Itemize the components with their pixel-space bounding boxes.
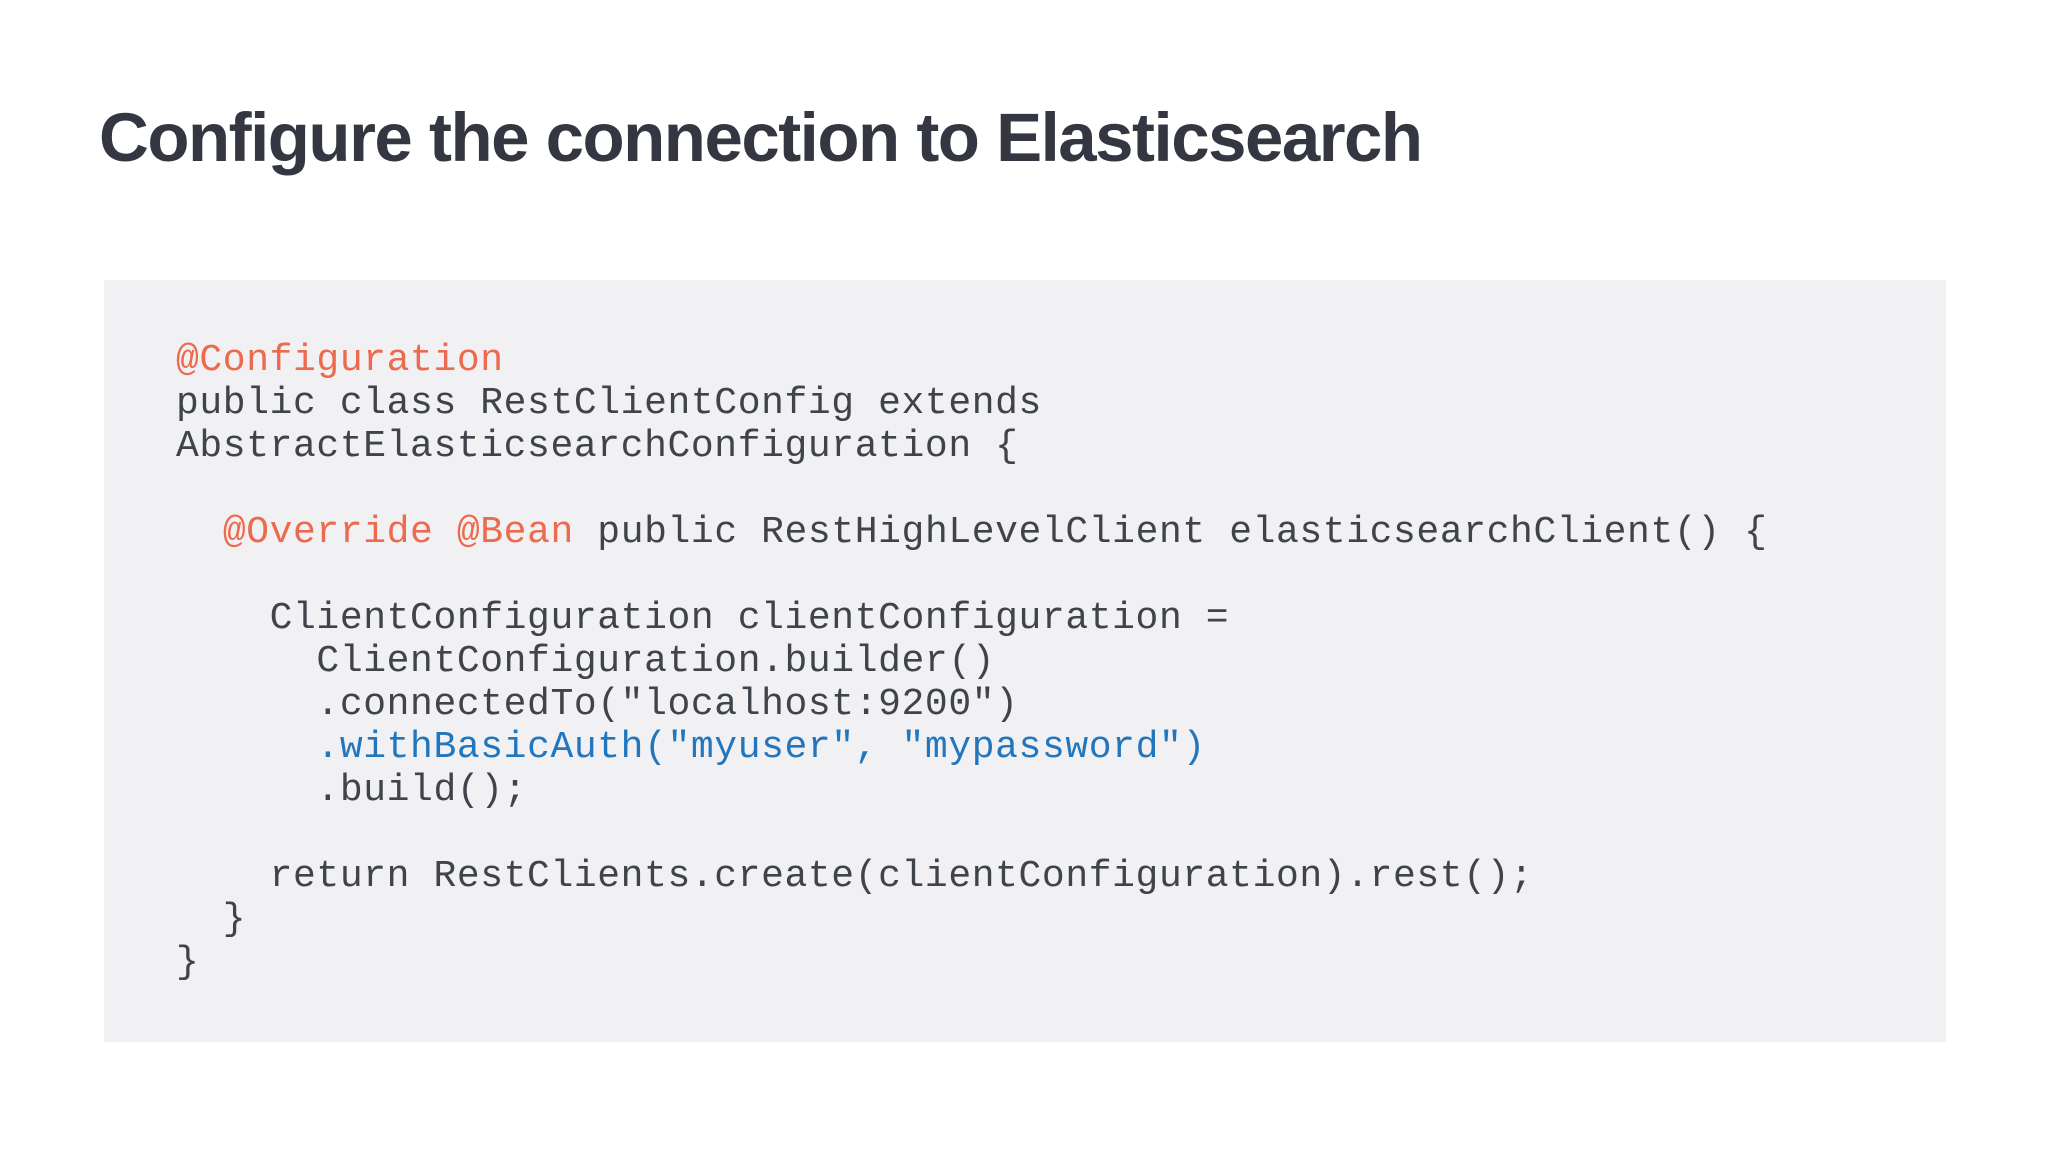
code-segment-plain: .connectedTo("localhost:9200") (176, 683, 1019, 726)
code-segment-plain: .build(); (176, 769, 528, 812)
code-line: ClientConfiguration clientConfiguration … (176, 597, 1946, 640)
code-line: } (176, 898, 1946, 941)
code-segment-plain: } (176, 898, 247, 941)
code-line: AbstractElasticsearchConfiguration { (176, 425, 1946, 468)
code-line: return RestClients.create(clientConfigur… (176, 855, 1946, 898)
code-line: ClientConfiguration.builder() (176, 640, 1946, 683)
code-segment-plain: return RestClients.create(clientConfigur… (176, 855, 1534, 898)
code-segment-annotation: @Override (222, 511, 434, 554)
slide-title: Configure the connection to Elasticsearc… (99, 99, 1423, 176)
code-line: .withBasicAuth("myuser", "mypassword") (176, 726, 1946, 769)
code-segment-plain: public class RestClientConfig extends (176, 382, 1042, 425)
code-line: public class RestClientConfig extends (176, 382, 1946, 425)
code-segment-plain: AbstractElasticsearchConfiguration { (176, 425, 1019, 468)
code-line (176, 554, 1946, 597)
code-segment-credentials: .withBasicAuth("myuser", "mypassword") (316, 726, 1206, 769)
code-line: @Override @Bean public RestHighLevelClie… (176, 511, 1946, 554)
code-line: .connectedTo("localhost:9200") (176, 683, 1946, 726)
code-line (176, 812, 1946, 855)
code-segment-plain (176, 726, 316, 769)
code-line: .build(); (176, 769, 1946, 812)
code-segment-plain (176, 511, 223, 554)
code-segment-plain: ClientConfiguration clientConfiguration … (176, 597, 1230, 640)
code-line (176, 468, 1946, 511)
code-segment-plain: ClientConfiguration.builder() (176, 640, 996, 683)
code-segment-plain: } (176, 941, 200, 984)
code-segment-plain (433, 511, 456, 554)
code-segment-annotation: @Configuration (176, 339, 504, 382)
code-segment-annotation: @Bean (456, 511, 574, 554)
code-line: @Configuration (176, 339, 1946, 382)
code-line: } (176, 941, 1946, 984)
code-segment-plain: public RestHighLevelClient elasticsearch… (573, 511, 1768, 554)
